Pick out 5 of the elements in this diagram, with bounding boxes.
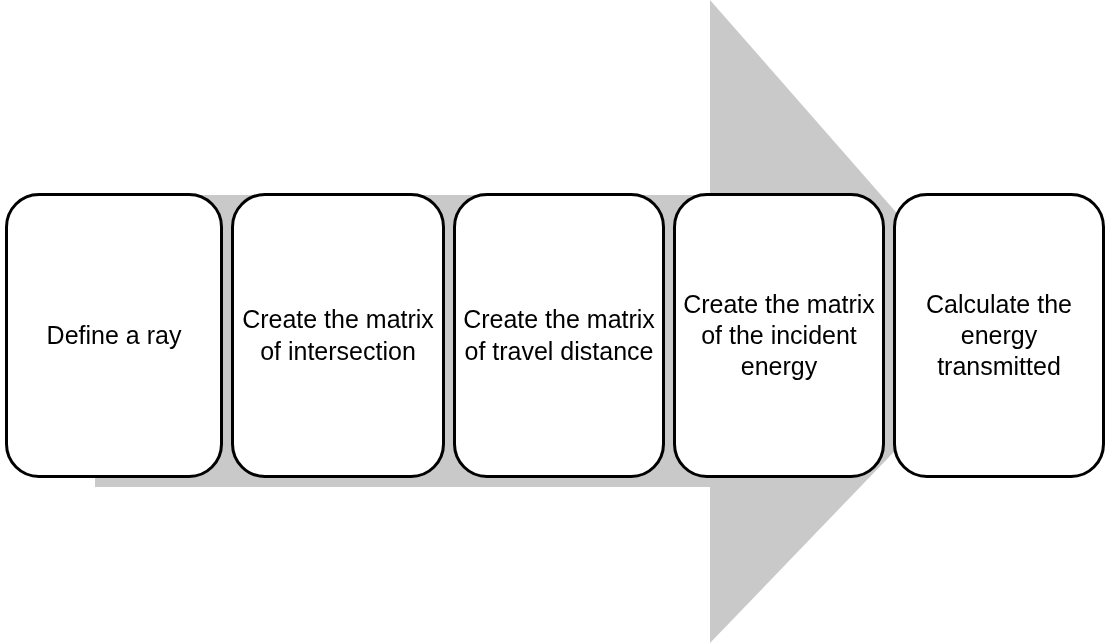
process-box: Calculate the energy transmitted bbox=[893, 193, 1105, 478]
process-box: Define a ray bbox=[5, 193, 223, 478]
process-box: Create the matrix of travel distance bbox=[453, 193, 665, 478]
process-box: Create the matrix of intersection bbox=[231, 193, 445, 478]
process-box: Create the matrix of the incident energy bbox=[673, 193, 885, 478]
